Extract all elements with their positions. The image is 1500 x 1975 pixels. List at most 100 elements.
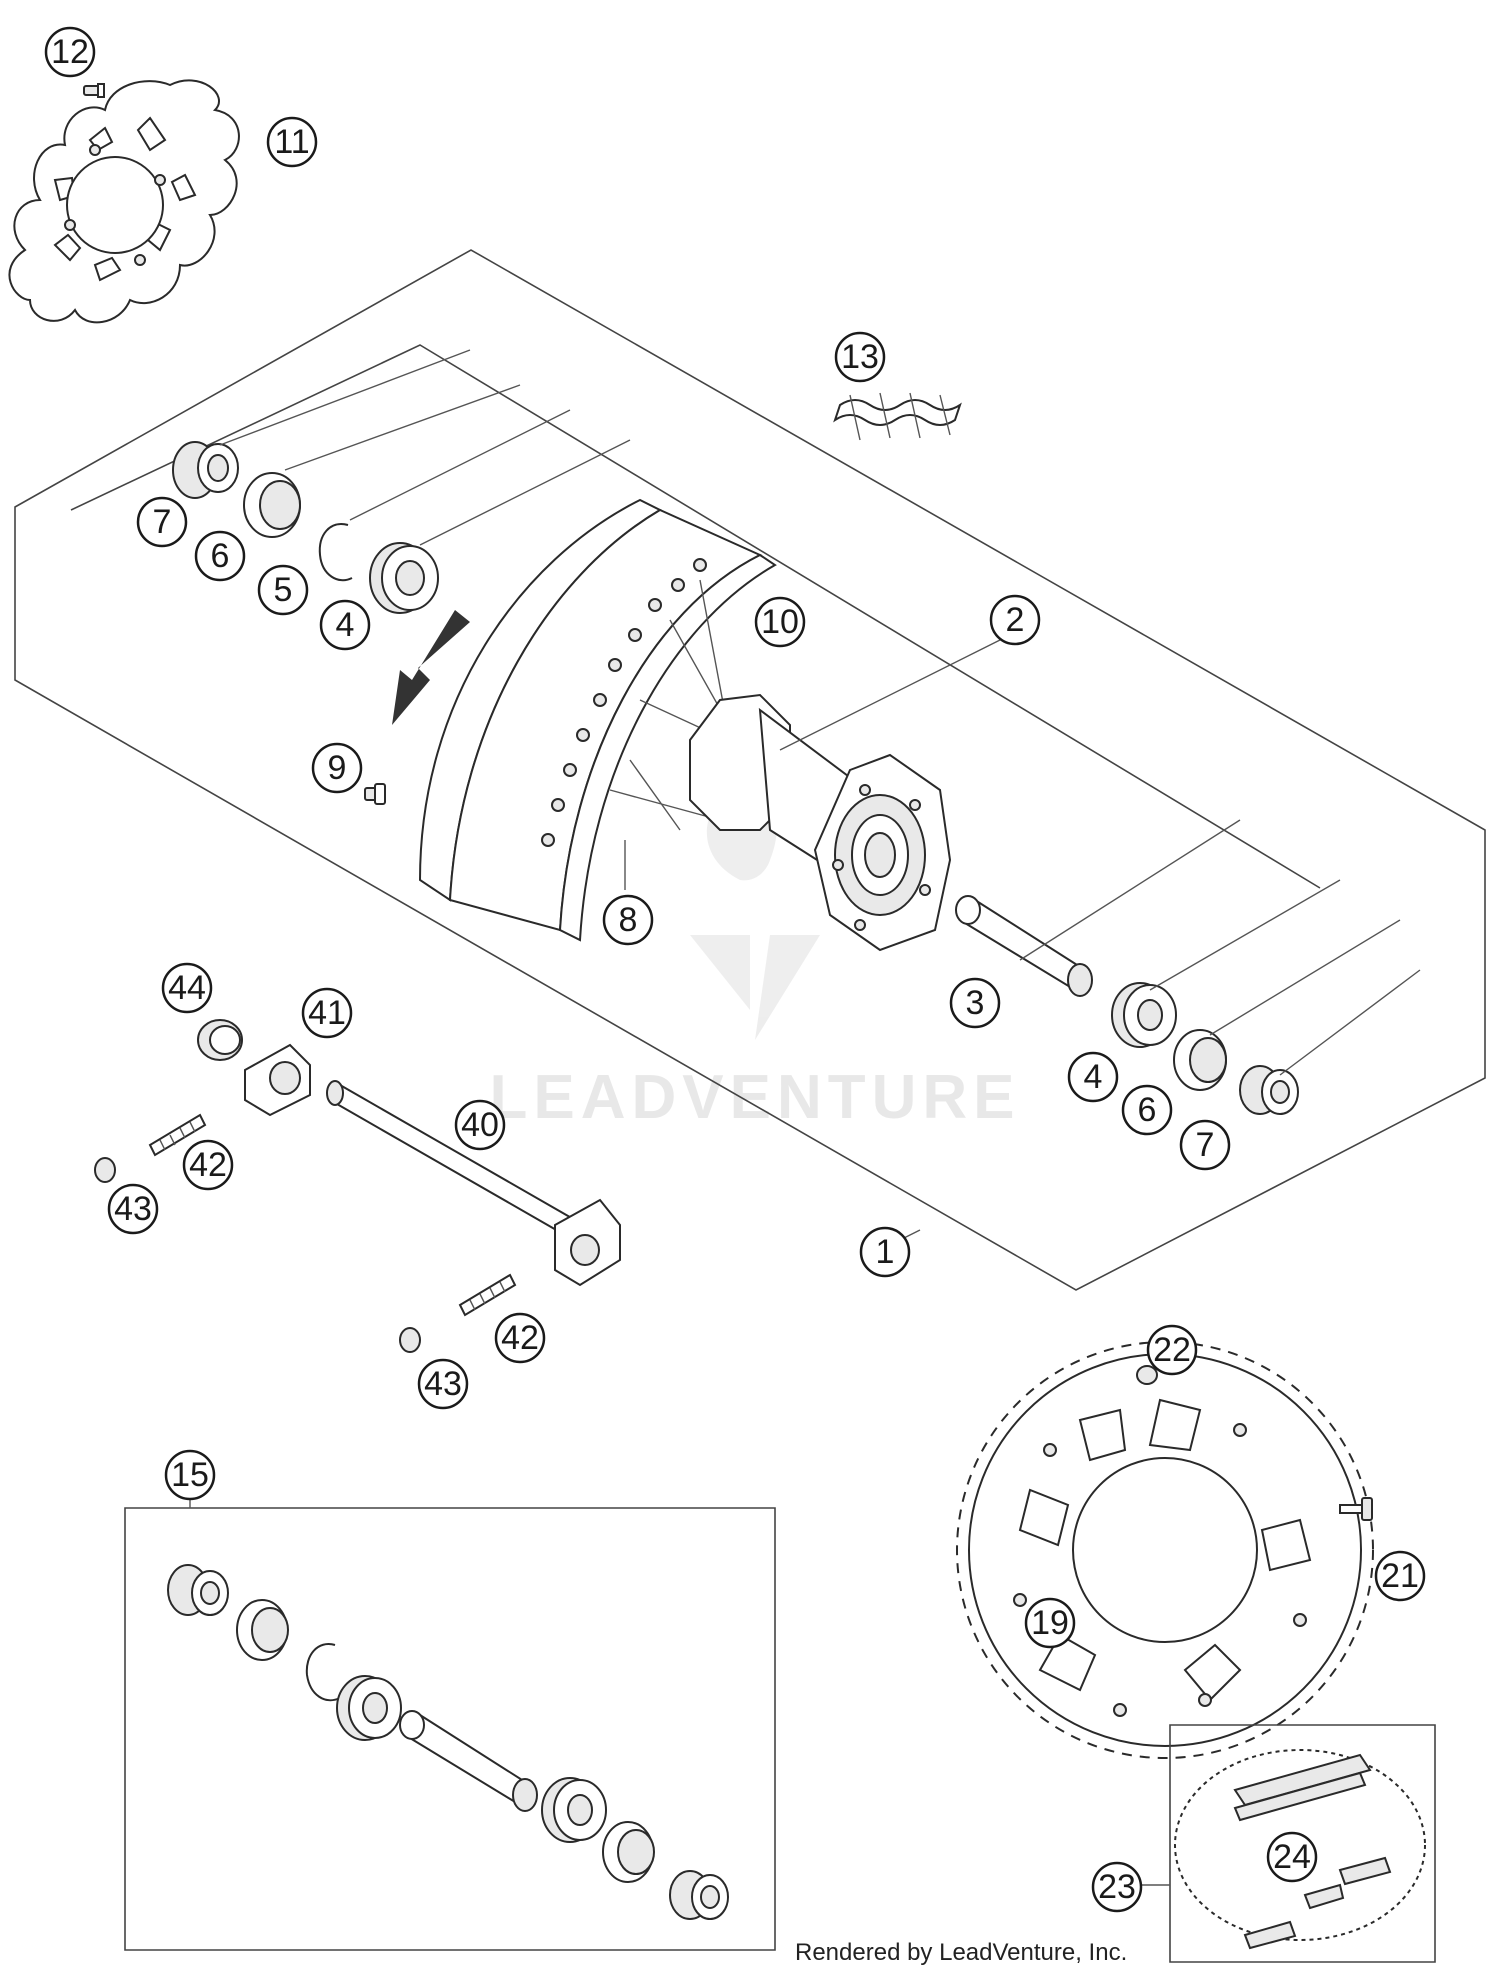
hub-leader — [779, 639, 1001, 751]
callout-4: 4 — [1067, 1051, 1119, 1103]
callout-circle — [1024, 1597, 1076, 1649]
kit-spacer-b — [669, 1870, 729, 1920]
kit-tube — [399, 1710, 538, 1812]
callout-15: 15 — [164, 1449, 216, 1501]
chain-box — [1169, 1724, 1436, 1963]
callout-circle — [194, 530, 246, 582]
rotation-arrow-icon — [392, 610, 470, 725]
callout-circle — [44, 26, 96, 78]
right-bearing — [1111, 982, 1177, 1048]
callout-11: 11 — [266, 116, 318, 168]
callout-label: 43 — [424, 1365, 462, 1403]
callout-circle — [319, 599, 371, 651]
callout-label: 8 — [619, 901, 638, 939]
kit-spacer — [167, 1564, 229, 1616]
callout-7: 7 — [136, 496, 188, 548]
callout-label: 19 — [1031, 1604, 1069, 1642]
callout-42: 42 — [182, 1139, 234, 1191]
callout-13: 13 — [834, 331, 886, 383]
left-spacer — [172, 441, 239, 499]
callout-label: 5 — [274, 571, 293, 609]
callout-circle — [1067, 1051, 1119, 1103]
callout-6: 6 — [1121, 1084, 1173, 1136]
callout-label: 40 — [461, 1106, 499, 1144]
callout-12: 12 — [44, 26, 96, 78]
lock-nut-left — [94, 1157, 116, 1183]
callout-label: 9 — [328, 749, 347, 787]
kit-seal — [236, 1599, 289, 1661]
nipple — [364, 783, 386, 805]
callout-1: 1 — [859, 1226, 911, 1278]
callout-21: 21 — [1374, 1550, 1426, 1602]
rim-tape — [833, 392, 962, 441]
hub — [689, 693, 952, 952]
callout-circle — [454, 1099, 506, 1151]
callout-circle — [1146, 1324, 1198, 1376]
repair-kit-box — [124, 1507, 776, 1951]
right-spacer — [1239, 1065, 1299, 1115]
left-seal — [243, 472, 301, 538]
assembly-box-outer — [14, 249, 1486, 1291]
callout-label: 24 — [1273, 1838, 1311, 1876]
callout-circle — [164, 1449, 216, 1501]
credit-text: Rendered by LeadVenture, Inc. — [795, 1939, 1127, 1966]
callout-label: 13 — [841, 338, 879, 376]
callout-circle — [266, 116, 318, 168]
callout-6: 6 — [194, 530, 246, 582]
callout-8: 8 — [602, 894, 654, 946]
axle — [326, 1080, 621, 1287]
callout-circle — [107, 1183, 159, 1235]
watermark-text: LEADVENTURE — [489, 1063, 1020, 1132]
callout-circle — [1266, 1831, 1318, 1883]
callout-label: 1 — [876, 1233, 895, 1271]
callout-2: 2 — [989, 594, 1041, 646]
callout-circle — [859, 1226, 911, 1278]
callout-circle — [1374, 1550, 1426, 1602]
callout-circle — [1091, 1861, 1143, 1913]
adjuster-screw-right — [458, 1273, 517, 1317]
right-seal — [1173, 1029, 1227, 1091]
callout-43: 43 — [417, 1358, 469, 1410]
callout-label: 23 — [1098, 1868, 1136, 1906]
callout-circle — [1179, 1119, 1231, 1171]
disc-bolt — [83, 83, 105, 98]
callout-19: 19 — [1024, 1597, 1076, 1649]
left-stack-leaders — [219, 349, 631, 546]
brake-disc — [8, 79, 240, 324]
callout-circle — [161, 962, 213, 1014]
callout-label: 4 — [1084, 1058, 1103, 1096]
callout-label: 2 — [1006, 601, 1025, 639]
callout-circle — [949, 977, 1001, 1029]
callout-5: 5 — [257, 564, 309, 616]
callout-circle — [301, 987, 353, 1039]
callout-label: 42 — [189, 1146, 227, 1184]
callout-40: 40 — [454, 1099, 506, 1151]
callout-label: 6 — [1138, 1091, 1157, 1129]
callout-circle — [182, 1139, 234, 1191]
callout-circle — [257, 564, 309, 616]
callout-24: 24 — [1266, 1831, 1318, 1883]
callout-3: 3 — [949, 977, 1001, 1029]
axle-nut — [197, 1019, 243, 1061]
callout-label: 43 — [114, 1190, 152, 1228]
right-stack-leaders — [1019, 819, 1421, 1076]
kit-circlip — [305, 1643, 341, 1702]
callout-circle — [602, 894, 654, 946]
spacer-tube — [955, 895, 1093, 997]
callout-label: 11 — [274, 123, 309, 161]
callout-circle — [417, 1358, 469, 1410]
callout-7: 7 — [1179, 1119, 1231, 1171]
callout-circle — [311, 742, 363, 794]
kit-bearing-a — [336, 1675, 402, 1741]
callout-23: 23 — [1091, 1861, 1143, 1913]
callout-9: 9 — [311, 742, 363, 794]
chain-adjuster-left — [244, 1043, 311, 1117]
callout-label: 22 — [1153, 1331, 1191, 1369]
callout-label: 44 — [168, 969, 206, 1007]
callout-label: 7 — [153, 503, 172, 541]
callout-label: 3 — [966, 984, 985, 1022]
callout-label: 4 — [336, 606, 355, 644]
adjuster-screw-left — [148, 1113, 207, 1157]
